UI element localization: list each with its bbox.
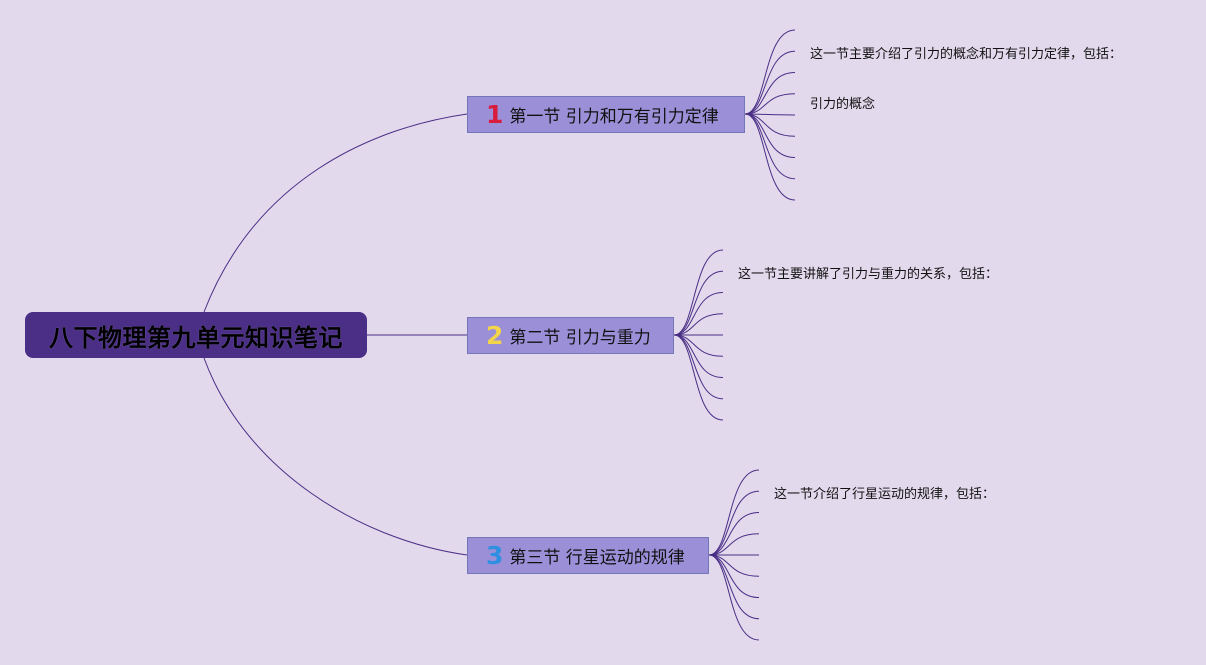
topic-1-subbranch-fan (744, 29, 796, 201)
subbranch-line (744, 113, 796, 158)
topic-3-note-1: 这一节介绍了行星运动的规律，包括： (774, 487, 996, 502)
root-title: 八下物理第九单元知识笔记 (49, 323, 343, 352)
subbranch-line (673, 249, 724, 336)
subbranch-line (673, 313, 724, 336)
topic-1-note-1: 这一节主要介绍了引力的概念和万有引力定律，包括： (810, 47, 1123, 62)
subbranch-line (744, 50, 796, 115)
topic-1-number-icon: 1 (486, 100, 504, 129)
topic-1-label: 第一节 引力和万有引力定律 (509, 107, 719, 127)
root-to-topic-3-curve (203, 357, 468, 556)
topic-2-label: 第二节 引力与重力 (509, 328, 651, 348)
subbranch-line (744, 113, 796, 201)
root-node[interactable]: 八下物理第九单元知识笔记 (25, 312, 367, 358)
subbranch-line (708, 554, 760, 598)
subbranch-line (673, 292, 724, 336)
subbranch-line (744, 72, 796, 115)
subbranch-line (708, 469, 760, 556)
topic-2-number-icon: 2 (486, 321, 504, 350)
topic-3-subbranch-fan (708, 469, 760, 641)
topic-2-note-1: 这一节主要讲解了引力与重力的关系，包括： (738, 267, 999, 282)
topic-3-label: 第三节 行星运动的规律 (509, 548, 685, 568)
topic-node-3[interactable]: 3 第三节 行星运动的规律 (467, 537, 709, 574)
subbranch-line (744, 29, 796, 115)
subbranch-line (708, 512, 760, 556)
topic-1-note-2: 引力的概念 (810, 97, 876, 112)
subbranch-line (673, 334, 724, 421)
topic-node-1[interactable]: 1 第一节 引力和万有引力定律 (467, 96, 745, 133)
subbranch-line (708, 554, 760, 641)
root-to-topic-1-curve (203, 113, 468, 313)
subbranch-line (673, 270, 724, 336)
topic-node-2[interactable]: 2 第二节 引力与重力 (467, 317, 674, 354)
topic-3-number-icon: 3 (486, 541, 504, 570)
subbranch-line (744, 93, 796, 115)
subbranch-line (708, 490, 760, 556)
subbranch-line (673, 334, 724, 378)
subbranch-line (708, 533, 760, 556)
topic-2-subbranch-fan (673, 249, 724, 421)
